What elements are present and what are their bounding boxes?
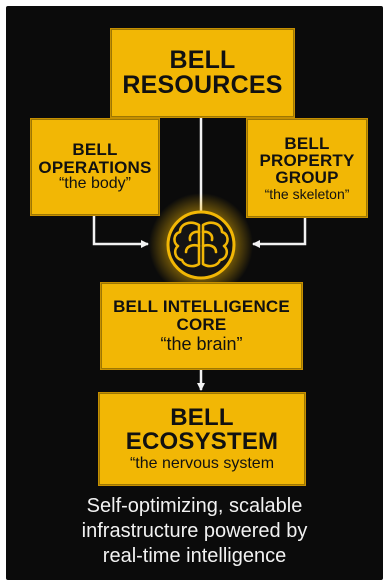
- node-title-line: BELL: [169, 45, 236, 74]
- arrow-property-to-core: [252, 216, 307, 248]
- arrow-operations-to-core: [92, 214, 149, 248]
- node-title-line: BELL: [170, 403, 234, 431]
- caption-line: real-time intelligence: [102, 545, 287, 567]
- brain-icon: [166, 210, 236, 280]
- node-title-line: BELL INTELLIGENCE: [113, 297, 290, 317]
- caption-line: Self-optimizing, scalable: [86, 495, 303, 517]
- node-bell-property-group: BELL PROPERTY GROUP “the skeleton”: [246, 118, 368, 218]
- node-bell-ecosystem: BELL ECOSYSTEM “the nervous system: [98, 392, 306, 486]
- node-title-line: BELL: [72, 140, 118, 160]
- node-title-line: ECOSYSTEM: [125, 428, 279, 456]
- node-subtitle: “the body”: [58, 174, 132, 192]
- node-subtitle: “the brain”: [160, 333, 243, 354]
- node-title-line: PROPERTY: [259, 150, 355, 170]
- node-title-line: GROUP: [275, 168, 339, 188]
- node-bell-intelligence-core: BELL INTELLIGENCE CORE “the brain”: [100, 282, 303, 370]
- node-subtitle: “the nervous system: [129, 454, 275, 472]
- caption: Self-optimizing, scalable infrastructure…: [6, 494, 383, 569]
- node-title-line: BELL: [284, 133, 330, 153]
- node-bell-resources: BELL RESOURCES: [110, 28, 295, 118]
- node-title-line: CORE: [176, 314, 227, 334]
- node-subtitle: “the skeleton”: [264, 185, 350, 202]
- node-title-line: OPERATIONS: [38, 157, 152, 177]
- node-bell-operations: BELL OPERATIONS “the body”: [30, 118, 160, 216]
- node-title-line: RESOURCES: [122, 71, 283, 99]
- caption-line: infrastructure powered by: [81, 520, 308, 542]
